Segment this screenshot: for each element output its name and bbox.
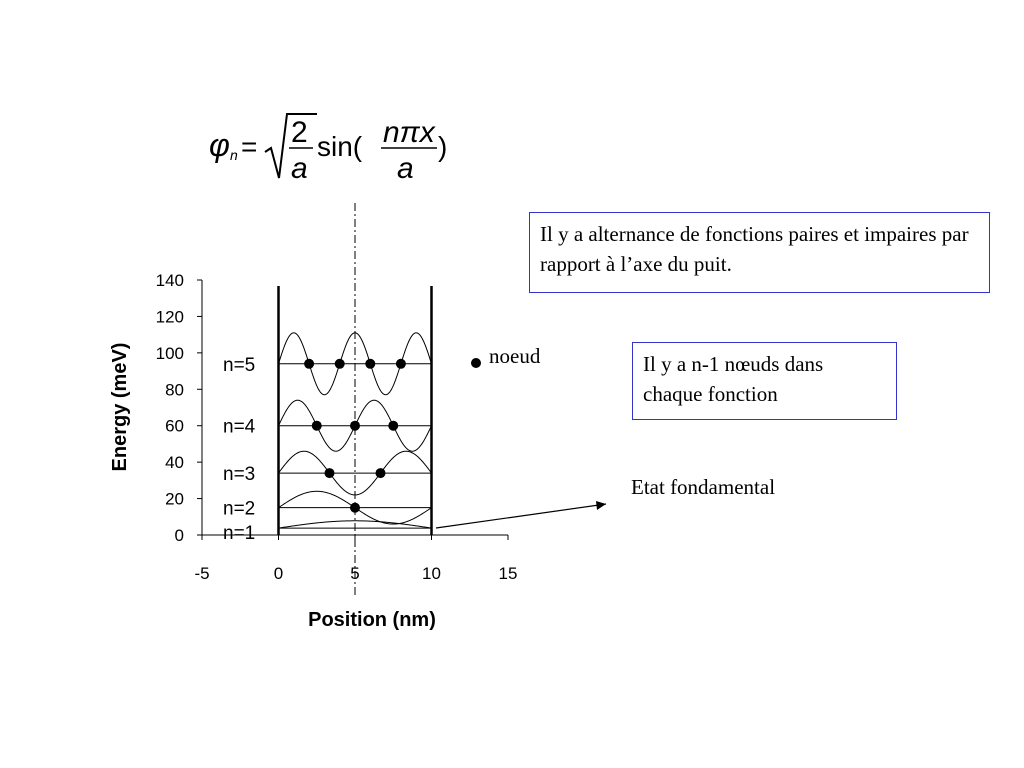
- y-tick-label: 140: [156, 271, 184, 290]
- alternance-note: Il y a alternance de fonctions paires et…: [529, 212, 990, 293]
- level-label: n=2: [223, 499, 255, 520]
- formula-arg-num: nπx: [383, 116, 436, 149]
- level-label: n=5: [223, 355, 255, 376]
- formula-a: a: [291, 152, 308, 185]
- node-marker: [388, 420, 399, 431]
- nodes-note: Il y a n-1 nœuds dans chaque fonction: [632, 342, 897, 420]
- legend-node-marker: [471, 358, 481, 368]
- node-marker: [395, 358, 406, 369]
- level-labels: n=1 n=2 n=3 n=4 n=5: [223, 355, 256, 544]
- formula-equals: =: [241, 131, 257, 162]
- node-marker: [304, 358, 315, 369]
- x-tick-label: 0: [274, 564, 283, 583]
- arrow-head: [596, 501, 606, 510]
- x-tick-label: -5: [194, 564, 209, 583]
- y-tick-label: 80: [165, 380, 184, 399]
- formula-arg-den: a: [397, 152, 414, 185]
- node-markers: [304, 358, 406, 513]
- y-tick-label: 40: [165, 453, 184, 472]
- formula-svg: φ n = 2 a sin( nπx a ): [209, 113, 447, 185]
- y-tick-label: 20: [165, 490, 184, 509]
- ground-state-arrow: [435, 503, 607, 529]
- y-tick-label: 100: [156, 344, 184, 363]
- node-marker: [311, 420, 322, 431]
- y-tick-label: 0: [175, 526, 184, 545]
- formula-close: ): [438, 131, 447, 162]
- level-label: n=4: [223, 417, 256, 438]
- y-tick-label: 60: [165, 417, 184, 436]
- x-tick-label: 15: [499, 564, 518, 583]
- node-marker: [350, 502, 360, 513]
- x-axis-label: Position (nm): [308, 609, 436, 631]
- wavefunction-formula: φ n = 2 a sin( nπx a ): [205, 108, 465, 193]
- level-label: n=3: [223, 464, 255, 485]
- energy-levels: [278, 363, 432, 529]
- x-tick-label: 10: [422, 564, 441, 583]
- wavefunction-n1: [278, 520, 432, 529]
- y-tick-label: 120: [156, 307, 184, 326]
- wavefunction-n3: [278, 450, 432, 496]
- wavefunction-n5: [278, 332, 432, 396]
- legend-node-text: noeud: [489, 344, 541, 368]
- y-axis-label: Energy (meV): [109, 343, 131, 472]
- node-marker: [350, 420, 360, 431]
- node-marker: [324, 468, 335, 479]
- node-marker: [375, 468, 386, 479]
- formula-sin: sin(: [317, 131, 363, 162]
- formula-phi: φ: [209, 127, 230, 163]
- sqrt-sign: [264, 113, 317, 179]
- node-marker: [365, 358, 376, 369]
- node-marker: [334, 358, 345, 369]
- level-label: n=1: [223, 523, 255, 544]
- formula-subscript: n: [230, 147, 238, 163]
- formula-two: 2: [291, 116, 308, 149]
- ground-state-label: Etat fondamental: [631, 475, 776, 499]
